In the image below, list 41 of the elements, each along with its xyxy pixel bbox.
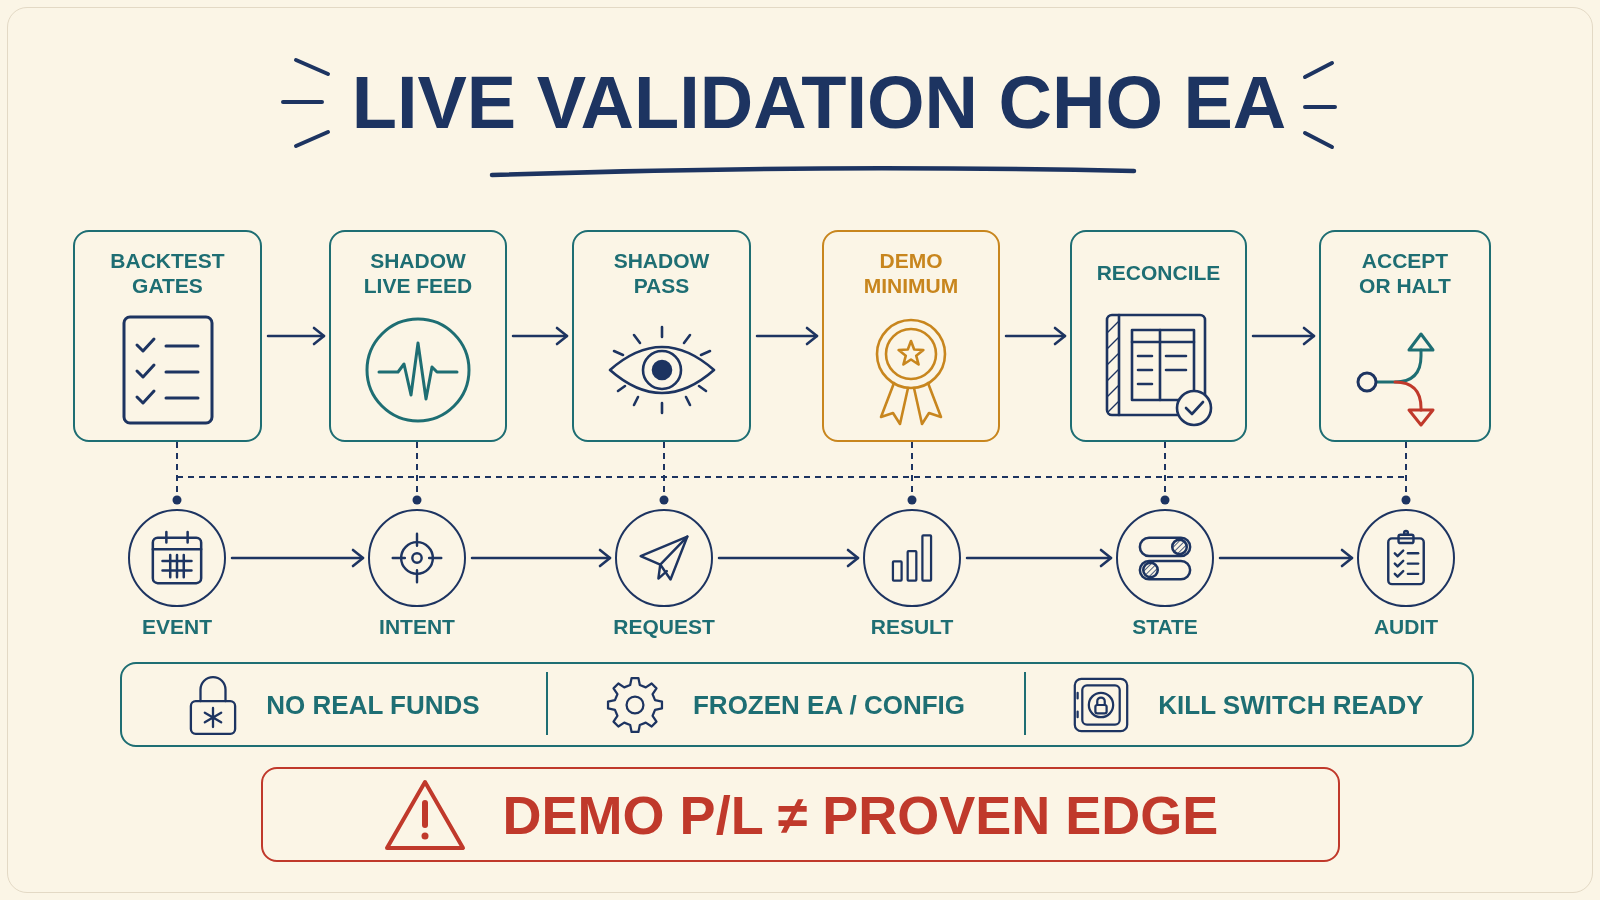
arrow: [470, 548, 612, 568]
step-card: [73, 230, 262, 442]
title: LIVE VALIDATION CHO EA: [350, 66, 1288, 140]
feature-label: KILL SWITCH READY: [1158, 691, 1424, 718]
arrow: [1218, 548, 1354, 568]
dashed-connector: [1401, 441, 1411, 505]
arrow: [230, 548, 365, 568]
step-card: [1319, 230, 1491, 442]
step-title: RECONCILE: [1095, 260, 1222, 286]
dashed-connector: [412, 441, 422, 505]
feature-label: NO REAL FUNDS: [266, 691, 480, 718]
arrow: [266, 326, 326, 346]
step-label: REQUEST: [613, 616, 715, 637]
step-title: SHADOW LIVE FEED: [362, 247, 474, 299]
step-title: BACKTEST GATES: [109, 247, 226, 299]
warning-text: DEMO P/L ≠ PROVEN EDGE: [502, 787, 1219, 842]
step-card: [822, 230, 1000, 442]
dashed-connector: [1160, 441, 1170, 505]
info-band: [120, 662, 1474, 747]
arrow: [717, 548, 860, 568]
arrow: [1251, 326, 1316, 346]
step-label: STATE: [1132, 616, 1198, 637]
step-card: [572, 230, 751, 442]
warning-banner: [261, 767, 1340, 862]
step-card: [1070, 230, 1247, 442]
step-title: DEMO MINIMUM: [862, 247, 960, 299]
arrow: [755, 326, 819, 346]
step-label: INTENT: [379, 616, 455, 637]
step-title: SHADOW PASS: [612, 247, 711, 299]
step-title: ACCEPT OR HALT: [1358, 247, 1452, 299]
step-card: [329, 230, 507, 442]
step-label: AUDIT: [1373, 616, 1439, 637]
arrow: [511, 326, 569, 346]
feature-label: FROZEN EA / CONFIG: [692, 691, 965, 718]
step-label: RESULT: [870, 616, 954, 637]
dashed-connector: [172, 441, 182, 505]
arrow: [1004, 326, 1067, 346]
dashed-connector: [659, 441, 669, 505]
arrow: [965, 548, 1113, 568]
dashed-connector: [907, 441, 917, 505]
step-label: EVENT: [142, 616, 212, 637]
